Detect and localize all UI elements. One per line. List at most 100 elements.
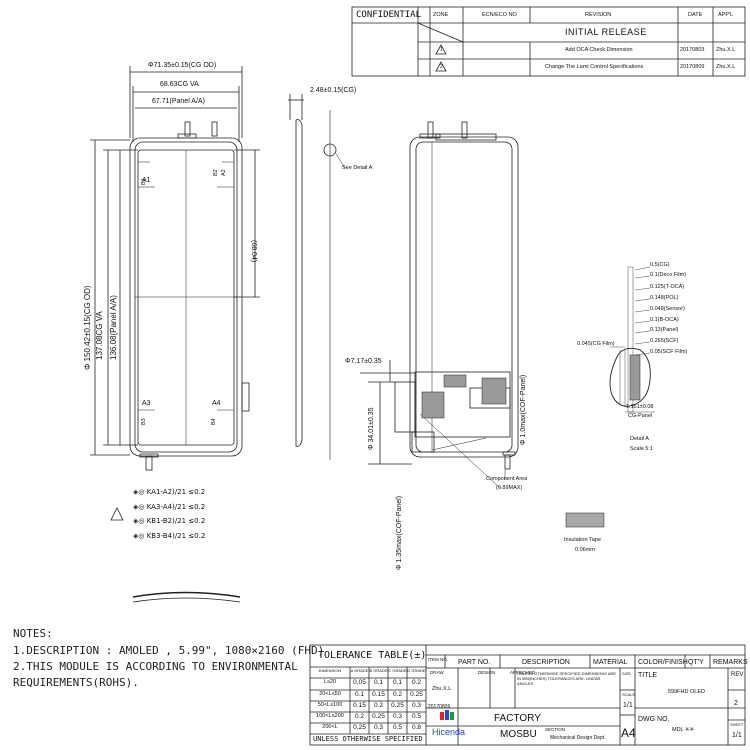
tb-sheet-value: 1/1 [732, 732, 742, 739]
tb-date: 20170809 [428, 704, 451, 710]
tolerance-cell: 0.2 [411, 679, 422, 686]
tb-size-label: SIZE [622, 671, 631, 676]
label-b3: B3 [141, 418, 147, 425]
rev-header-zone: ZONE [433, 12, 449, 18]
rev-row-2-date: 20170809 [680, 64, 705, 70]
company-logo: Hicenda [432, 727, 466, 737]
label-a2: A2 [221, 169, 227, 176]
tolerance-header-cell: C GRADE [388, 668, 407, 673]
tb-color-finish: COLOR/FINISH [638, 659, 688, 666]
rev-row-0-text: INITIAL RELEASE [565, 27, 647, 37]
component-height-label: (0.89MAX) [496, 485, 523, 491]
dim-panel-aa-width: 67.71(Panel A/A) [152, 98, 205, 105]
tolerance-cell: 200<L [322, 724, 338, 730]
tb-material: MATERIAL [593, 659, 628, 666]
detail-layer-6: 0.13(Panel) [650, 327, 679, 333]
tolerance-table-footer: UNLESS OTHERWISE SPECIFIED [313, 735, 423, 743]
tolerance-header-cell: DIMENSION [318, 668, 342, 673]
dim-cof-panel-2: Φ 1.35max(COF-Panel) [396, 495, 403, 570]
label-a4: A4 [212, 400, 221, 407]
rev-row-1-text: Add OCA Check Dimension [565, 47, 633, 53]
notes-line-3: REQUIREMENTS(ROHS). [13, 676, 139, 689]
detail-cg-panel-label: CG-Panel [628, 413, 653, 419]
rev-row-1-appl: Zhu.X.L [716, 47, 736, 53]
insulation-tape-label: Insulation Tape [564, 537, 601, 543]
tb-approved: APPROVED [510, 670, 536, 675]
dim-cg-od-width: Φ71.35±0.15(CG OD) [148, 62, 217, 69]
tolerance-cell: 0.25 [372, 713, 385, 720]
notes-line-1: 1.DESCRIPTION : AMOLED , 5.99", 1080×216… [13, 644, 325, 657]
insulation-tape-thickness: 0.06mm [575, 547, 595, 553]
tolerance-note-2: ◈◎ KA3-A4)/21 ≤0.2 [133, 503, 206, 511]
tb-drawer: Zhu.X.L [432, 686, 452, 692]
tb-item-no: ITEM NO. [428, 657, 448, 662]
tb-design: DESIGN [478, 670, 496, 675]
tolerance-cell: 0.2 [354, 713, 365, 720]
tolerance-cell: L≤20 [323, 679, 337, 685]
tolerance-cell: 0.1 [373, 679, 384, 686]
tolerance-cell: 0.2 [392, 691, 403, 698]
tolerance-note-1: ◈◎ KA1-A2)/21 ≤0.2 [133, 488, 206, 496]
rev-header-ecn: ECN/ECO NO [482, 12, 517, 18]
tb-factory: FACTORY [494, 713, 541, 724]
tb-dwg-no-label: DWG NO. [638, 716, 670, 723]
tolerance-cell: 0.1 [354, 691, 365, 698]
tolerance-cell: 0.5 [392, 724, 403, 731]
detail-layer-1: 0.1(Deco Film) [650, 272, 687, 278]
dim-cg-od-height: Φ 150.42±0.15(CG OD) [83, 285, 92, 370]
tolerance-cell: 20<L≤50 [319, 691, 341, 697]
rev-header-revision: REVISION [585, 12, 612, 18]
detail-cg-film: 0.045(CG Film) [577, 341, 615, 347]
tolerance-cell: 0.25 [391, 702, 404, 709]
dim-cof-panel-1: Φ 1.0max(COF-Panel) [520, 374, 527, 445]
tolerance-header-cell: A GRADE [350, 668, 369, 673]
label-a3: A3 [142, 400, 151, 407]
detail-layer-5: 0.1(B-OCA) [650, 317, 679, 323]
see-detail-a-label: See Detail A [342, 165, 373, 171]
component-area-label: Component Area [486, 476, 528, 482]
tb-title-value: 599FHD OLED [668, 689, 705, 695]
tb-description: DESCRIPTION [522, 659, 570, 666]
tb-rev-value: 2 [734, 700, 738, 707]
tb-section-value: Mechanical Design Dept. [550, 735, 606, 741]
tb-title-label: TITLE [638, 672, 658, 679]
label-b2: B2 [213, 169, 219, 176]
tb-section-label: SECTION [545, 727, 566, 732]
tb-general-notes: UNLESS OTHERWISE SPECIFIED DIMENSIONS AR… [517, 671, 617, 686]
tolerance-note-4: ◈◎ KB3-B4)/21 ≤0.2 [133, 532, 206, 540]
tb-rev-label: REV [731, 672, 744, 678]
label-b4: B4 [211, 418, 217, 425]
tolerance-cell: 0.3 [392, 713, 403, 720]
confidential-label: CONFIDENTIAL [356, 10, 422, 20]
detail-a-title: Detail A [630, 436, 649, 442]
rev-row-1-date: 20170803 [680, 47, 705, 53]
tb-part-no: PART NO. [458, 659, 491, 666]
dim-half-height: (68.04) [250, 240, 257, 263]
rev-row-2-text: Change The Lami Control Specifications [545, 64, 644, 70]
tolerance-cell: 0.1 [392, 679, 403, 686]
detail-cg-panel-dim: 1.151±0.08 [626, 404, 654, 410]
tb-draw: DRAW [430, 670, 444, 675]
detail-layer-8: 0.05(SCF Film) [650, 349, 688, 355]
tb-dwg-no-value: MDL ※※ [672, 727, 695, 733]
tolerance-cell: 0.8 [411, 724, 422, 731]
tb-factory-value: MOSBU [500, 729, 537, 740]
dim-thickness: 2.48±0.15(CG) [310, 87, 357, 94]
dim-panel-aa-height: 136.08(Panel A/A) [109, 295, 118, 360]
rev-row-2-appl: Zhu.X.L [716, 64, 736, 70]
detail-layer-4: 0.048(Sensor) [650, 306, 685, 312]
tb-size-value: A4 [621, 726, 636, 740]
dim-fpc-length: Φ 34.01±0.35 [368, 407, 375, 450]
rev-header-appl: APP'L [718, 12, 734, 18]
tb-qty: QT'Y [688, 659, 704, 666]
tolerance-cell: 0.15 [372, 691, 385, 698]
tb-remarks: REMARKS [713, 659, 748, 666]
detail-layer-0: 0.5(CG) [650, 262, 670, 268]
tolerance-table-title: TOLERANCE TABLE(±) [318, 650, 427, 661]
tolerance-cell: 0.15 [353, 702, 366, 709]
detail-layer-7: 0.265(SCF) [650, 338, 679, 344]
rev-row-1-mark: 1 [440, 47, 443, 53]
tolerance-cell: 50<L≤100 [317, 702, 343, 708]
